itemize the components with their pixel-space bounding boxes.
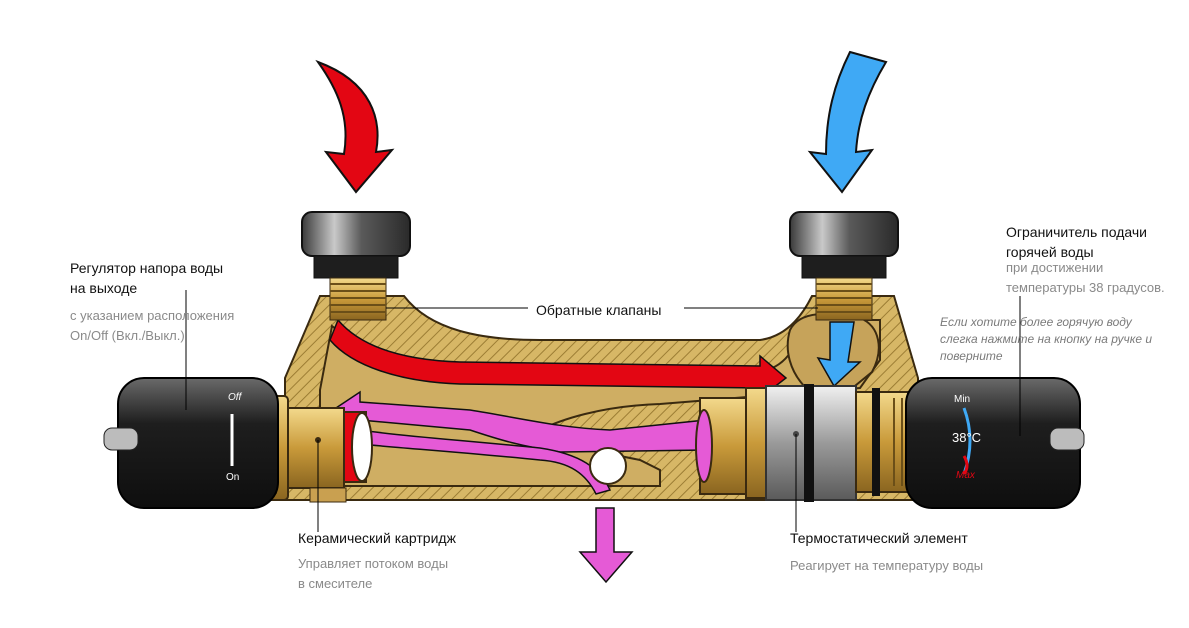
cold-flow-arrow [816, 321, 862, 388]
hot-inlet-nut [301, 211, 411, 321]
hot-inlet-arrow [315, 59, 395, 194]
hot-limiter-note: Если хотите более горячую воду слегка на… [940, 315, 1153, 363]
outlet-port [589, 447, 627, 485]
knob-on-label: On [226, 472, 240, 483]
cold-inlet-nut [789, 211, 899, 321]
temperature-knob[interactable] [905, 377, 1085, 509]
knob-max-label: Max [956, 470, 975, 481]
mixed-outlet-arrow [578, 507, 634, 584]
check-valves-label: Обратные клапаны [536, 302, 662, 318]
leader-lines [185, 290, 1021, 532]
ceramic-cartridge-title: Керамический картридж [298, 530, 456, 546]
ceramic-cartridge-desc: Управляет потоком воды в смесителе [298, 556, 449, 591]
mixed-flow-inner [359, 429, 612, 495]
hot-limiter-title: Ограничитель подачи горячей воды [1006, 224, 1147, 260]
cold-inlet-arrow [807, 50, 888, 194]
knob-temp-label: 38°C [952, 430, 982, 445]
pressure-regulator-knob[interactable] [103, 377, 279, 509]
knob-min-label: Min [954, 394, 971, 405]
hot-limiter-desc: при достижении температуры 38 градусов. [1006, 260, 1165, 295]
thermostatic-element [695, 384, 909, 502]
thermostatic-element-desc: Реагирует на температуру воды [790, 558, 984, 573]
knob-off-label: Off [228, 392, 242, 403]
pressure-regulator-desc: с указанием расположения On/Off (Вкл./Вы… [70, 308, 235, 343]
thermostatic-element-title: Термостатический элемент [790, 530, 968, 546]
pressure-regulator-title: Регулятор напора воды на выходе [70, 260, 224, 296]
